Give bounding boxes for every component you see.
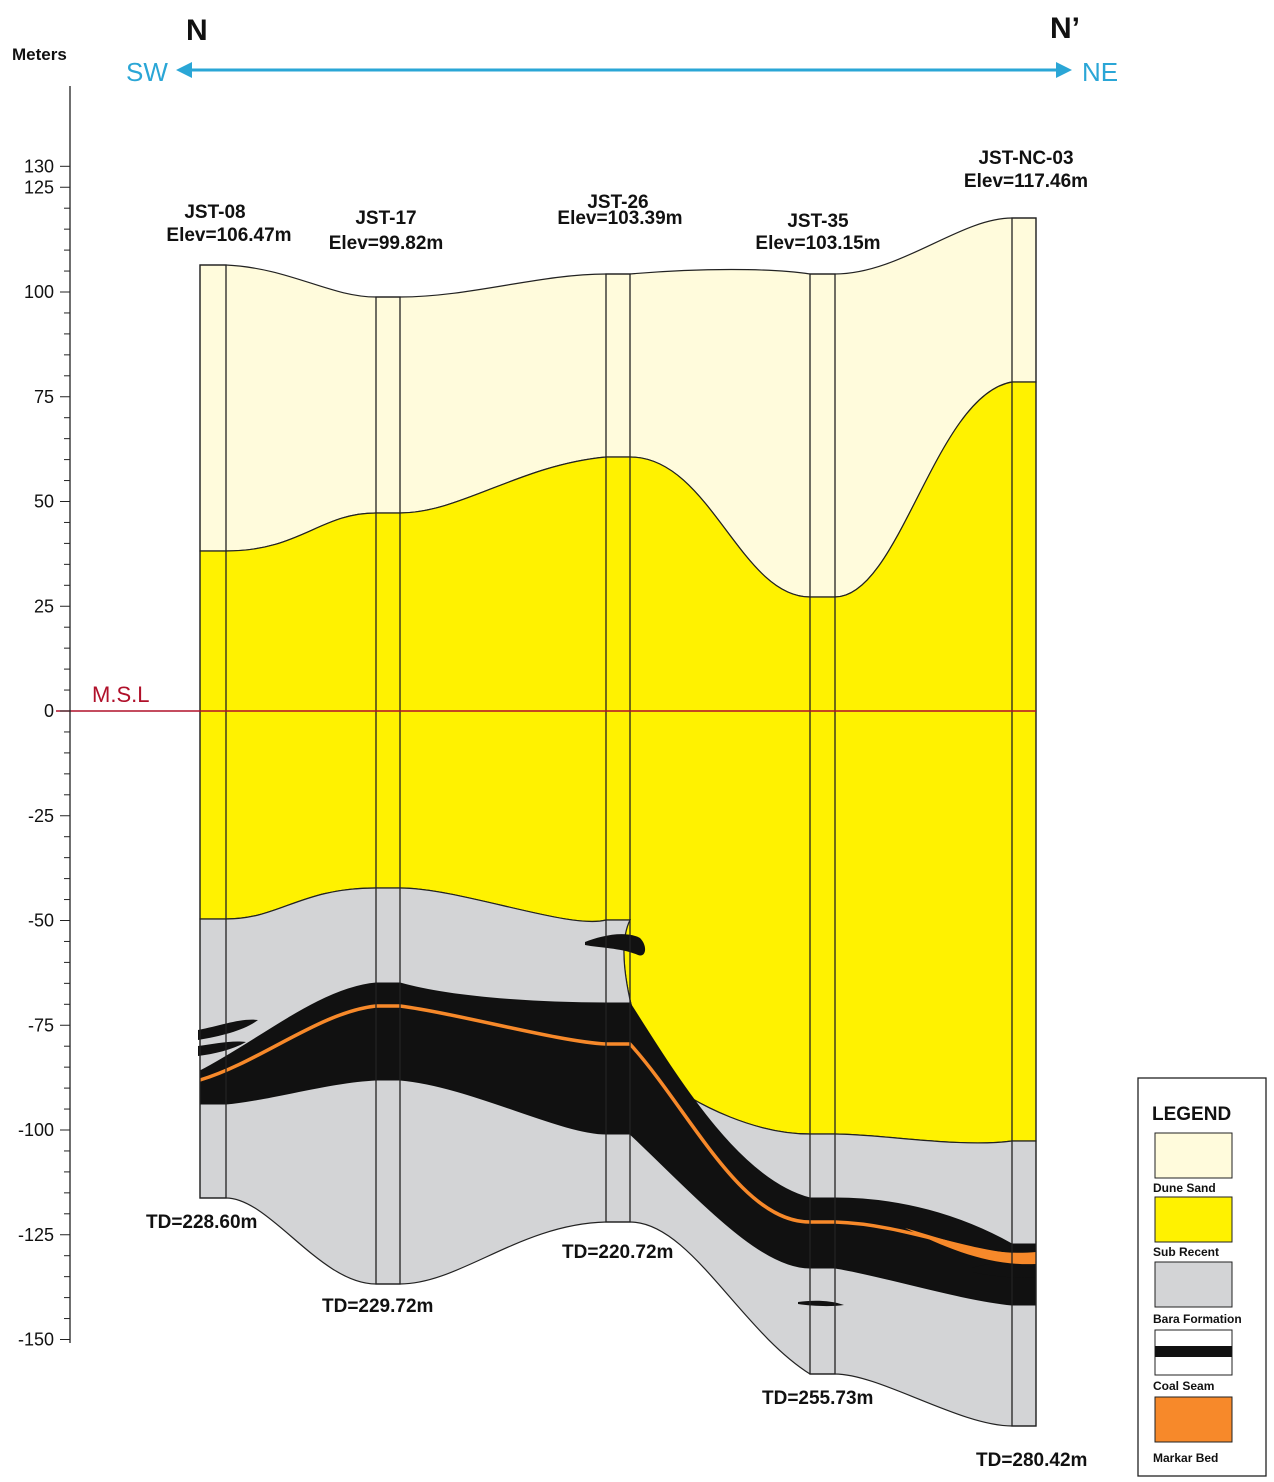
well-name: JST-35 [787,211,849,232]
y-axis-tick-label: -150 [18,1330,54,1350]
y-axis-minor-ticks [60,165,70,1340]
coal-lens [972,1263,1036,1278]
msl-label: M.S.L [92,682,149,707]
direction-arrow [176,62,1072,78]
y-axis-tick-label: 75 [34,387,54,407]
td-labels: TD=228.60m TD=229.72m TD=220.72m TD=255.… [146,1212,1087,1471]
legend-label: Coal Seam [1153,1379,1214,1393]
well-elevation: Elev=103.39m [557,208,682,229]
well-elevation: Elev=99.82m [329,233,444,254]
legend-swatch-dune-sand [1154,1132,1233,1179]
y-axis-tick-label: -25 [28,806,54,826]
legend: LEGEND Dune Sand Sub Recent Bara Formati… [1137,1077,1267,1477]
well-elevation: Elev=106.47m [166,225,291,246]
td-label: TD=220.72m [562,1242,673,1263]
left-direction-label: SW [126,57,168,87]
well-column-jst-26 [605,273,631,1223]
marker-bed-wedge [905,1228,1036,1265]
axis-unit-label: Meters [12,45,67,64]
right-direction-label: NE [1082,57,1118,87]
legend-label: Bara Formation [1153,1312,1242,1326]
y-axis-tick-label: -50 [28,911,54,931]
legend-label: Sub Recent [1153,1245,1219,1259]
well-elevation: Elev=117.46m [964,171,1088,192]
well-columns [199,217,1037,1427]
well-labels: JST-08 Elev=106.47m JST-17 Elev=99.82m J… [166,148,1088,254]
well-column-jst-17 [375,296,401,1285]
y-axis-tick-label: -125 [18,1225,54,1245]
td-label: TD=229.72m [322,1296,433,1317]
y-axis-tick-label: -100 [18,1120,54,1140]
coal-lens [198,1019,258,1040]
well-column-jst-35 [809,273,836,1375]
td-label: TD=228.60m [146,1212,257,1233]
y-axis-tick-label: -75 [28,1015,54,1035]
well-elevation: Elev=103.15m [755,233,880,254]
y-axis-tick-label: 100 [24,282,54,302]
td-label: TD=255.73m [762,1388,873,1409]
td-label: TD=280.42m [976,1450,1087,1471]
right-section-marker: N’ [1050,12,1080,45]
well-name: JST-17 [355,208,416,229]
well-column-jst-nc-03 [1011,217,1037,1427]
legend-swatch-coal-seam-band [1155,1346,1232,1357]
well-column-jst-08 [199,264,227,1199]
y-axis-tick-label: 125 [24,177,54,197]
legend-swatch-sub-recent [1154,1196,1233,1243]
legend-swatch-bara-formation [1154,1261,1233,1308]
coal-lens [198,1041,246,1056]
legend-title: LEGEND [1152,1104,1231,1125]
legend-label: Dune Sand [1153,1181,1216,1195]
well-name: JST-08 [184,202,245,223]
y-axis-tick-label: 50 [34,492,54,512]
left-section-marker: N [186,14,208,47]
well-name: JST-NC-03 [978,148,1073,169]
legend-label: Markar Bed [1153,1451,1218,1465]
legend-swatch-marker-bed [1154,1396,1233,1443]
well-name: JST-26 [587,192,648,213]
y-axis-tick-label: 130 [24,156,54,176]
y-axis-tick-label: 25 [34,596,54,616]
layers [198,217,1037,1427]
y-axis-tick-label: 0 [44,701,54,721]
